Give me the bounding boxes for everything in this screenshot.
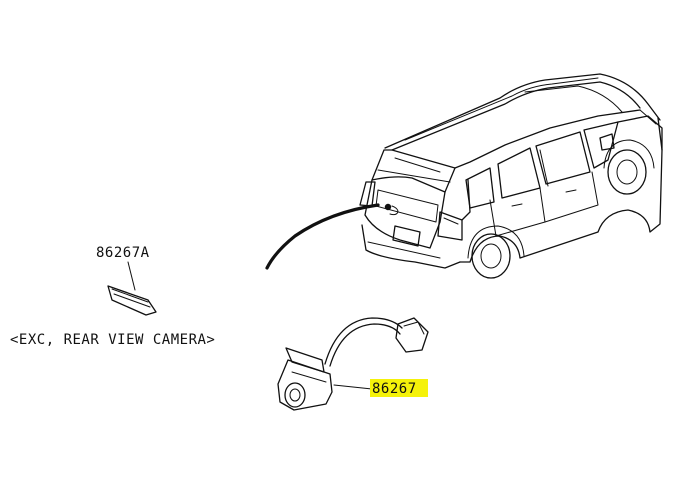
part-label-86267a: 86267A [96, 245, 150, 261]
part-86267a-illustration [107, 261, 157, 316]
vehicle-illustration [359, 73, 663, 279]
part-label-86267: 86267 [372, 381, 417, 397]
part-86267-illustration [277, 317, 429, 411]
part-label-86267-highlight [370, 379, 428, 397]
exclusion-note: <EXC, REAR VIEW CAMERA> [10, 332, 215, 348]
location-arrow [265, 203, 380, 270]
